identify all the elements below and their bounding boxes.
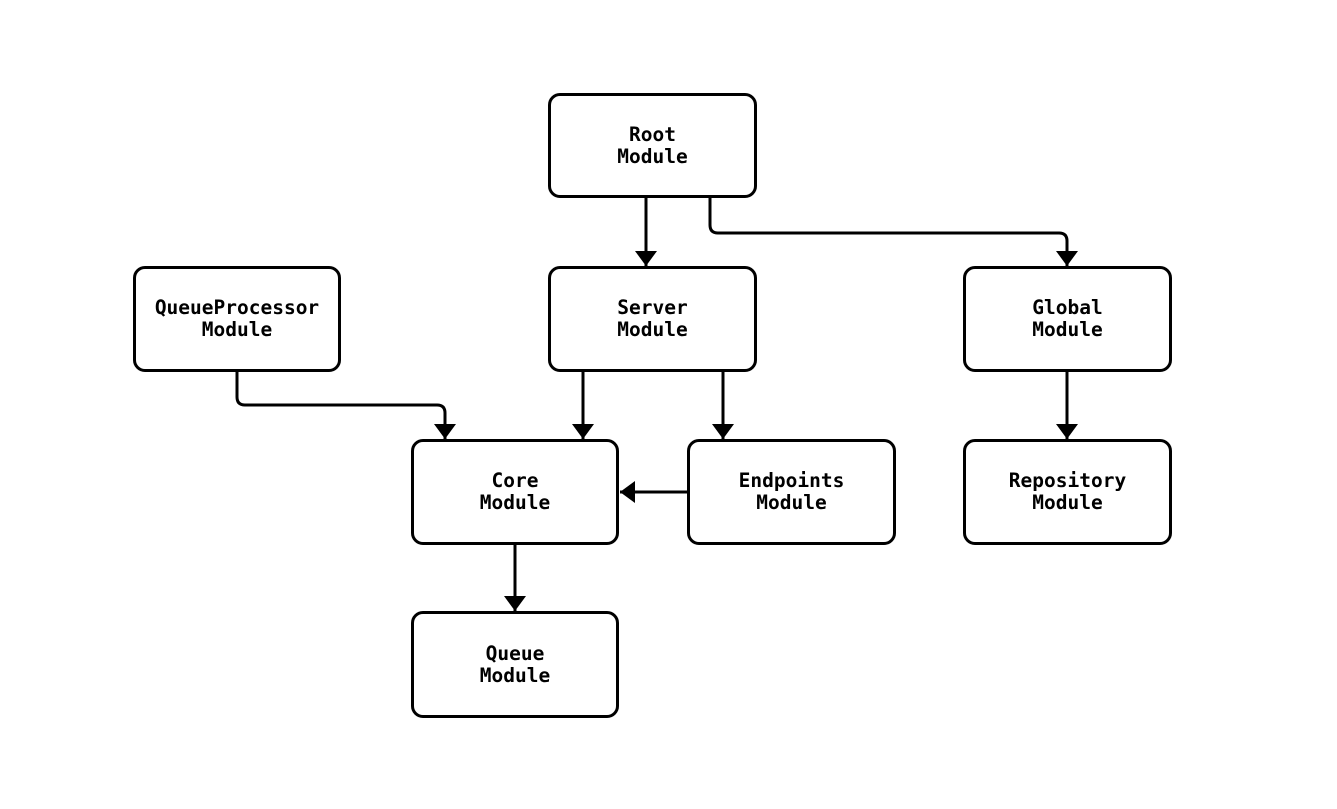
node-repository-label-line1: Repository: [1008, 469, 1127, 492]
node-queue-module: Queue Module: [411, 611, 619, 718]
node-server-module: Server Module: [548, 266, 757, 372]
node-server-label-line2: Module: [617, 318, 688, 341]
node-endpoints-label-line2: Module: [756, 491, 827, 514]
node-root-label-line1: Root: [629, 122, 676, 146]
node-repository-label-line2: Module: [1032, 491, 1103, 514]
node-endpoints-label-line1: Endpoints: [738, 469, 845, 492]
node-queue-label-line1: Queue: [485, 641, 545, 665]
edge-queueprocessor-to-core: [235, 372, 456, 439]
node-queue-label-line2: Module: [479, 663, 551, 687]
node-root-label-line2: Module: [617, 144, 688, 168]
node-server-label-line1: Server: [617, 296, 688, 319]
node-global-label-line2: Module: [1032, 318, 1103, 341]
node-queueprocessor-module: QueueProcessor Module: [133, 266, 341, 372]
node-queueprocessor-label-line1: QueueProcessor: [154, 296, 320, 319]
node-repository-module: Repository Module: [963, 439, 1172, 545]
edge-root-to-global: [708, 198, 1078, 266]
node-queueprocessor-label-line2: Module: [201, 318, 273, 341]
node-endpoints-module: Endpoints Module: [687, 439, 896, 545]
node-root-module: Root Module: [548, 93, 757, 198]
node-global-label-line1: Global: [1032, 296, 1103, 319]
node-core-label-line1: Core: [491, 469, 539, 492]
node-core-label-line2: Module: [479, 491, 551, 514]
node-core-module: Core Module: [411, 439, 619, 545]
node-global-module: Global Module: [963, 266, 1172, 372]
